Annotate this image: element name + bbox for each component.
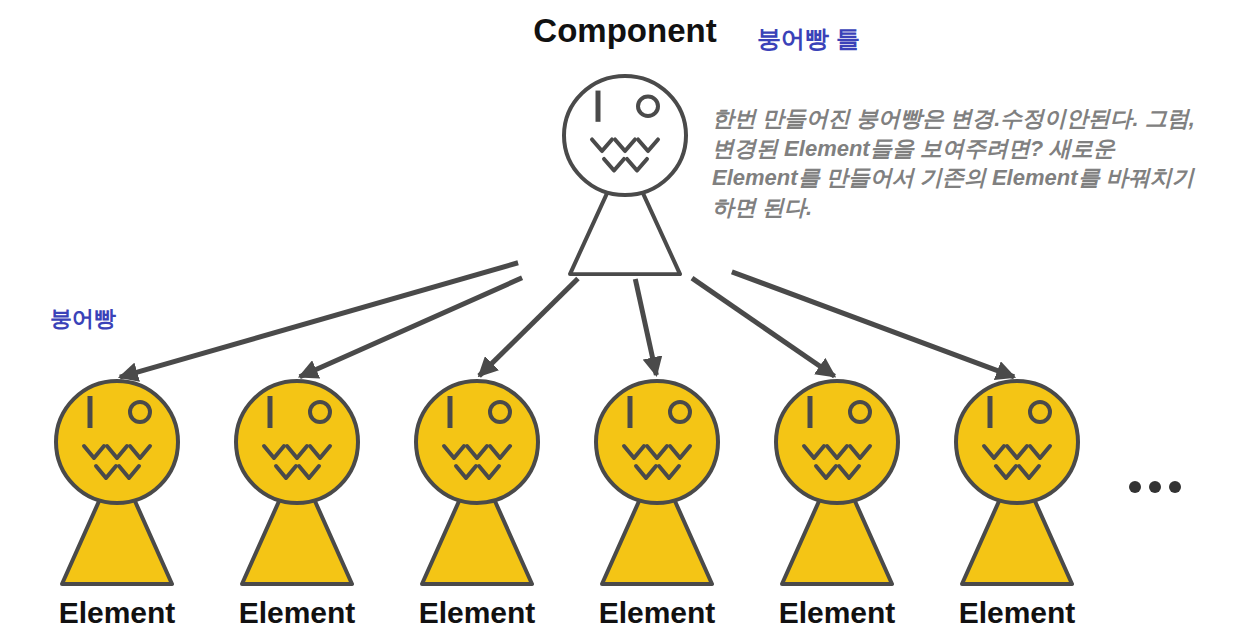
arrow-connector — [692, 278, 835, 376]
element-title: Element — [572, 596, 742, 629]
fish-pattern — [647, 446, 667, 458]
fish-eye — [850, 402, 870, 422]
fish-head — [956, 381, 1078, 503]
fish-head — [416, 381, 538, 503]
fish-outline — [52, 378, 182, 588]
fish-pattern — [444, 446, 464, 458]
fish-fin — [988, 396, 993, 428]
element-fish: Element — [392, 378, 562, 636]
fish-pattern — [1007, 446, 1027, 458]
fish-pattern — [850, 446, 870, 458]
fish-outline — [412, 378, 542, 588]
fish-fin — [628, 396, 633, 428]
fish-pattern — [490, 446, 510, 458]
element-fish: Element — [212, 378, 382, 636]
fish-fin — [268, 396, 273, 428]
element-fish: Element — [752, 378, 922, 636]
fish-eye — [638, 96, 658, 116]
fish-pattern — [456, 466, 476, 478]
fish-pattern — [839, 466, 859, 478]
fish-fin — [808, 396, 813, 428]
arrow-connector — [635, 279, 656, 375]
component-mold: Component — [520, 5, 730, 277]
fish-pattern — [287, 446, 307, 458]
fish-head — [596, 381, 718, 503]
fish-head — [236, 381, 358, 503]
arrow-connector — [732, 272, 1014, 377]
fish-outline — [772, 378, 902, 588]
element-fish: Element — [572, 378, 742, 636]
element-title: Element — [392, 596, 562, 629]
fish-pattern — [659, 466, 679, 478]
fish-pattern — [670, 446, 690, 458]
ellipsis-dot — [1149, 481, 1161, 493]
fish-pattern — [804, 446, 824, 458]
fish-pattern — [1019, 466, 1039, 478]
fish-pattern — [130, 446, 150, 458]
fish-outline — [232, 378, 362, 588]
fish-head — [776, 381, 898, 503]
element-title: Element — [752, 596, 922, 629]
note-text: 한번 만들어진 붕어빵은 변경.수정이안된다. 그럼, 변경된 Element들… — [712, 104, 1202, 223]
fish-pattern — [627, 159, 647, 171]
fish-outline — [560, 73, 690, 278]
fish-pattern — [96, 466, 116, 478]
arrow-connector — [479, 278, 578, 375]
fish-fin — [448, 396, 453, 428]
fish-pattern — [1030, 446, 1050, 458]
fish-pattern — [479, 466, 499, 478]
fish-eye — [670, 402, 690, 422]
fish-eye — [1030, 402, 1050, 422]
fish-fin — [596, 91, 601, 122]
fish-pattern — [604, 159, 624, 171]
fish-pattern — [310, 446, 330, 458]
fish-head — [56, 381, 178, 503]
fish-outline — [952, 378, 1082, 588]
fish-pattern — [264, 446, 284, 458]
fish-pattern — [592, 139, 612, 151]
fish-pattern — [299, 466, 319, 478]
component-title: Component — [520, 13, 730, 49]
fish-fin — [88, 396, 93, 428]
element-fish: Element — [932, 378, 1102, 636]
annotation-label: 붕어빵 — [50, 306, 116, 332]
fish-pattern — [84, 446, 104, 458]
fish-head — [564, 76, 686, 195]
fish-pattern — [119, 466, 139, 478]
fish-outline — [592, 378, 722, 588]
fish-pattern — [638, 139, 658, 151]
fish-pattern — [984, 446, 1004, 458]
fish-eye — [130, 402, 150, 422]
fish-pattern — [816, 466, 836, 478]
arrow-connector — [300, 278, 522, 377]
fish-pattern — [636, 466, 656, 478]
fish-pattern — [996, 466, 1016, 478]
fish-pattern — [107, 446, 127, 458]
arrow-connector — [120, 263, 518, 377]
annotation-label: 붕어빵 틀 — [757, 25, 860, 54]
fish-eye — [310, 402, 330, 422]
element-title: Element — [932, 596, 1102, 629]
ellipsis-dot — [1169, 481, 1181, 493]
fish-pattern — [827, 446, 847, 458]
element-title: Element — [212, 596, 382, 629]
ellipsis-dot — [1129, 481, 1141, 493]
element-title: Element — [32, 596, 202, 629]
fish-pattern — [615, 139, 635, 151]
fish-pattern — [624, 446, 644, 458]
fish-pattern — [276, 466, 296, 478]
fish-eye — [490, 402, 510, 422]
fish-pattern — [467, 446, 487, 458]
element-fish: Element — [32, 378, 202, 636]
